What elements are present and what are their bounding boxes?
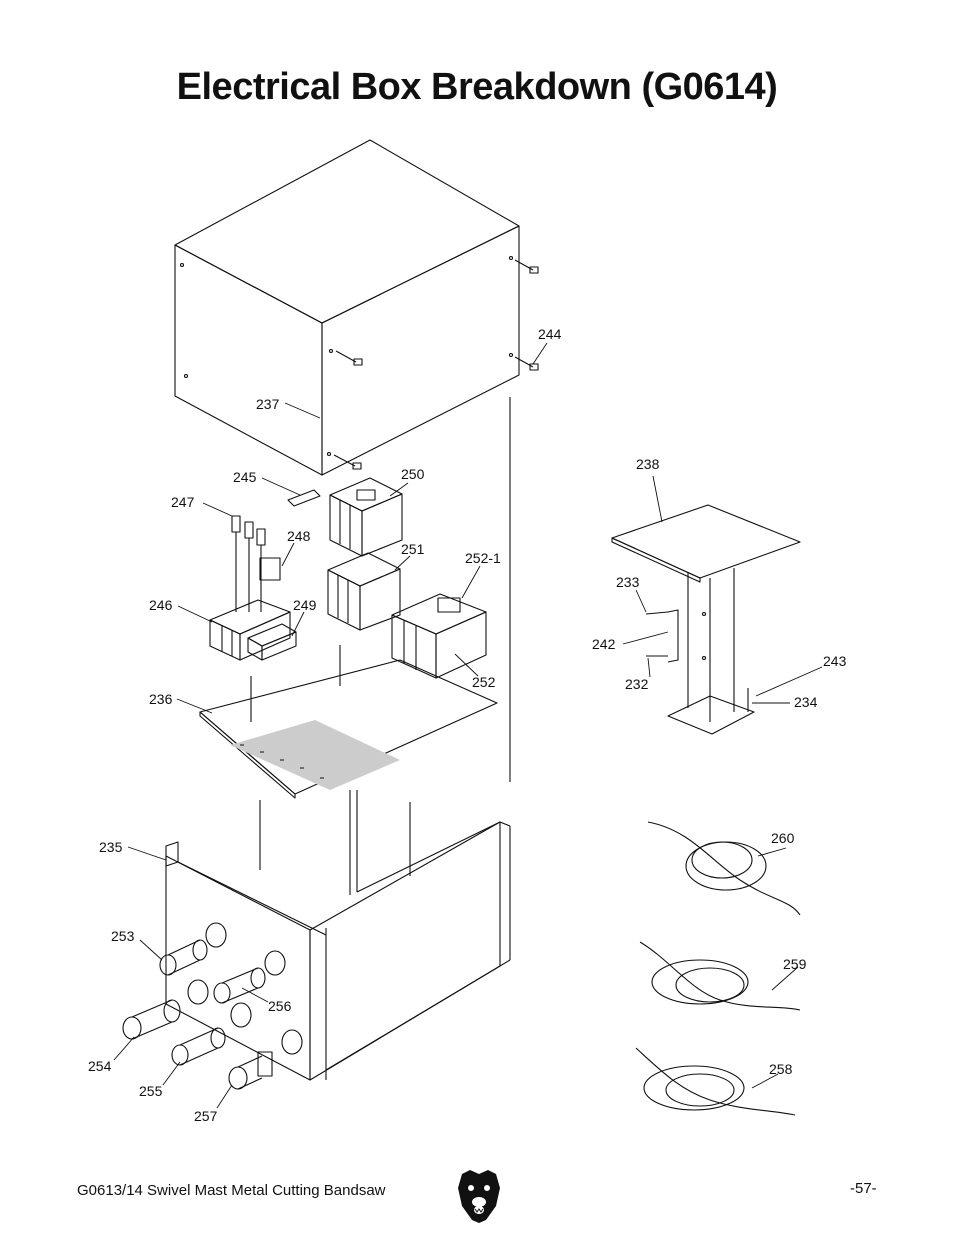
mounting-plate [199, 659, 498, 799]
terminal-block [247, 623, 297, 661]
callout-235: 235 [99, 839, 123, 855]
callout-254: 254 [88, 1058, 112, 1074]
callout-258: 258 [769, 1061, 793, 1077]
overload-relay [391, 593, 487, 679]
callout-245: 245 [233, 469, 257, 485]
control-switches [122, 939, 273, 1090]
callout-242: 242 [592, 636, 616, 652]
callout-255: 255 [139, 1083, 163, 1099]
callout-232: 232 [625, 676, 649, 692]
mounting-stand [611, 504, 801, 735]
bear-head-icon [458, 1170, 500, 1223]
terminal-bar [287, 489, 321, 507]
callout-236: 236 [149, 691, 173, 707]
callout-252: 252 [472, 674, 496, 690]
callout-252-1: 252-1 [465, 550, 501, 566]
callout-244: 244 [538, 326, 562, 342]
callout-labels: 244 237 245 250 247 248 251 252-1 246 24… [88, 326, 847, 1124]
contactor-250 [329, 477, 403, 557]
contactor-251 [327, 552, 401, 631]
relay [259, 557, 281, 581]
callout-249: 249 [293, 597, 317, 613]
callout-246: 246 [149, 597, 173, 613]
callout-259: 259 [783, 956, 807, 972]
callout-233: 233 [616, 574, 640, 590]
power-cords [635, 821, 801, 1116]
footer-manual-title: G0613/14 Swivel Mast Metal Cutting Bands… [77, 1182, 386, 1199]
electrical-box-cover [174, 139, 539, 476]
callout-247: 247 [171, 494, 195, 510]
page-title: Electrical Box Breakdown (G0614) [176, 66, 778, 108]
electrical-box-body [165, 790, 511, 1081]
callout-243: 243 [823, 653, 847, 669]
callout-257: 257 [194, 1108, 218, 1124]
callout-238: 238 [636, 456, 660, 472]
callout-234: 234 [794, 694, 818, 710]
callout-237: 237 [256, 396, 280, 412]
page-number: -57- [850, 1180, 877, 1197]
callout-256: 256 [268, 998, 292, 1014]
callout-251: 251 [401, 541, 425, 557]
fuse-block [209, 599, 291, 661]
callout-260: 260 [771, 830, 795, 846]
callout-leaders [113, 342, 823, 1109]
callout-248: 248 [287, 528, 311, 544]
callout-250: 250 [401, 466, 425, 482]
callout-253: 253 [111, 928, 135, 944]
